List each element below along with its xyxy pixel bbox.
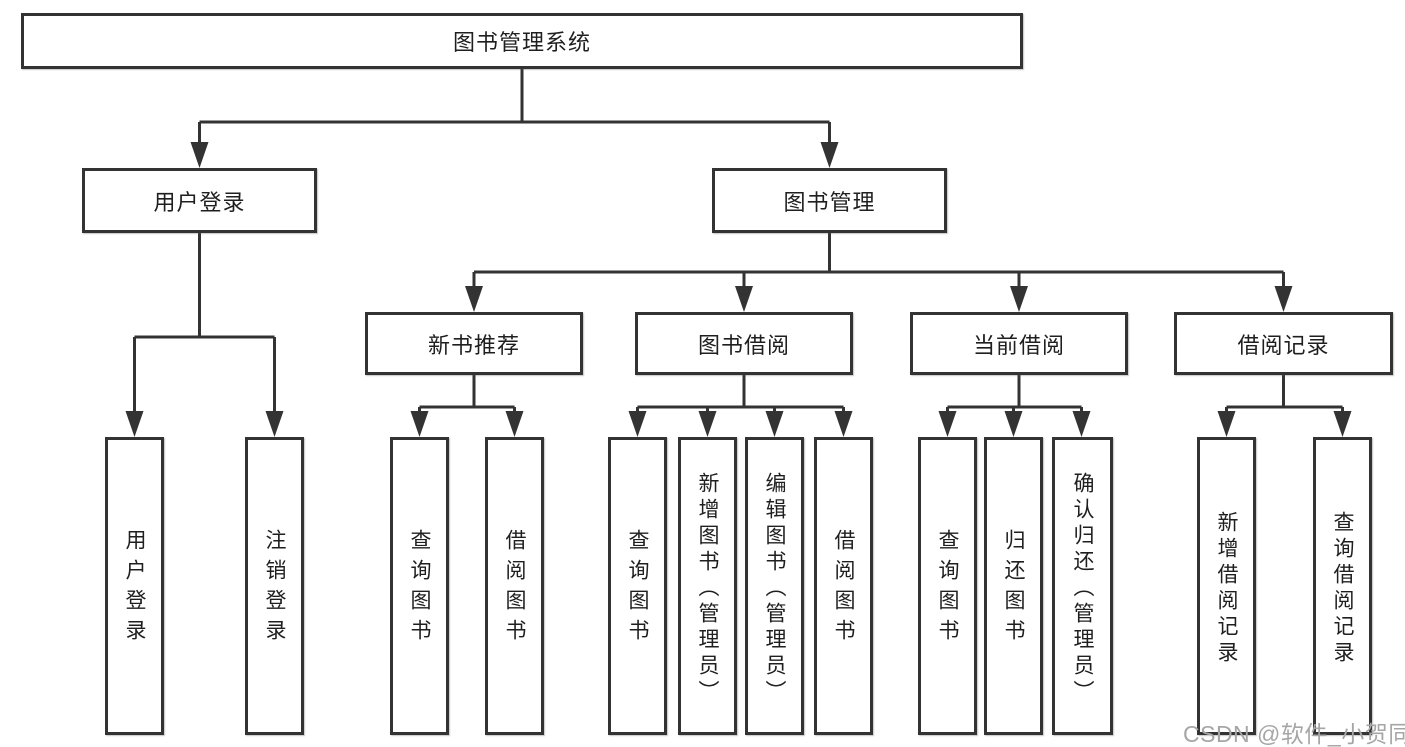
leaf-add-borrow-record: 新增借阅记录	[1197, 437, 1256, 735]
leaf-return-books: 归还图书	[984, 437, 1043, 735]
leaf-user-login: 用户登录	[105, 437, 164, 735]
leaf-borrow-books: 借阅图书	[814, 437, 873, 735]
node-borrowing-records: 借阅记录	[1174, 312, 1393, 375]
leaf-borrow-books-recommend: 借阅图书	[485, 437, 544, 735]
node-current-borrowing: 当前借阅	[910, 312, 1128, 375]
leaf-add-book-admin: 新增图书（管理员）	[678, 437, 737, 735]
node-book-borrowing: 图书借阅	[635, 312, 853, 375]
leaf-query-books-borrowing: 查询图书	[608, 437, 667, 735]
leaf-query-books-recommend: 查询图书	[390, 437, 449, 735]
leaf-query-books-current: 查询图书	[918, 437, 977, 735]
leaf-query-borrow-record: 查询借阅记录	[1313, 437, 1372, 735]
leaf-edit-book-admin: 编辑图书（管理员）	[745, 437, 804, 735]
leaf-confirm-return-admin: 确认归还（管理员）	[1052, 437, 1113, 735]
leaf-logout: 注销登录	[245, 437, 304, 735]
arrowheads	[125, 142, 1352, 437]
node-user-login: 用户登录	[82, 168, 317, 233]
node-new-book-recommend: 新书推荐	[365, 312, 583, 375]
node-book-management: 图书管理	[712, 168, 947, 233]
csdn-watermark: CSDN @软件_小贺同学	[1183, 721, 1405, 747]
node-library-management-system: 图书管理系统	[21, 13, 1023, 69]
